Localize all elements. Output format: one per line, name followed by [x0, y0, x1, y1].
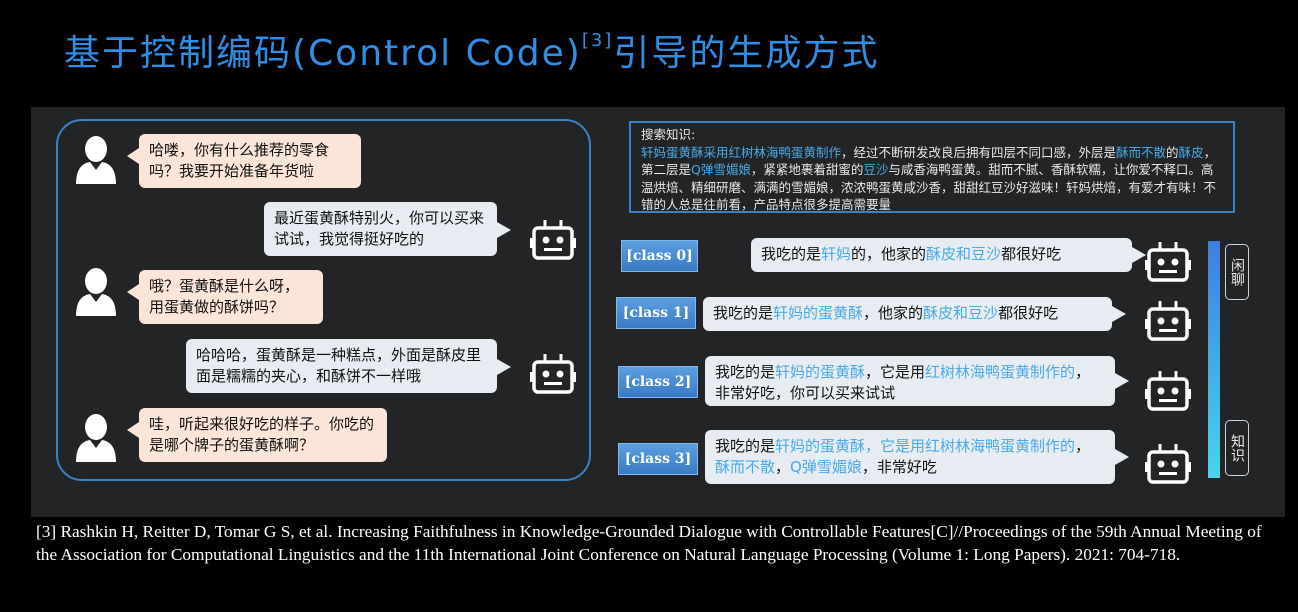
response-segment: ， [1075, 437, 1091, 455]
user-avatar-icon [76, 414, 116, 462]
response-segment: 我吃的是 [761, 245, 822, 263]
user-avatar-icon [76, 136, 116, 184]
robot-icon [1145, 242, 1191, 282]
response-segment-highlight: 轩妈 [821, 245, 852, 263]
response-segment: ，它是用 [865, 363, 926, 381]
class-0-response: 我吃的是轩妈的，他家的酥皮和豆沙都很好吃 [751, 238, 1146, 272]
response-segment: ，非常好吃 [861, 458, 937, 476]
dialogue-turn-2: 最近蛋黄酥特别火，你可以买来试试，我觉得挺好吃的 [264, 202, 511, 256]
robot-icon [1145, 301, 1191, 341]
dialogue-panel [56, 119, 591, 481]
response-segment: 我吃的是 [715, 437, 776, 455]
response-segment: ， [775, 458, 791, 476]
class-2-response: 我吃的是轩妈的蛋黄酥，它是用红树林海鸭蛋黄制作的，非常好吃，你可以买来试试 [705, 356, 1129, 406]
knowledge-segment: ，第二层是 [641, 144, 1217, 178]
robot-icon [1145, 444, 1191, 484]
knowledge-segment-highlight: 酥而不散 [1116, 144, 1167, 160]
search-knowledge-box: 搜索知识: 轩妈蛋黄酥采用红树林海鸭蛋黄制作，经过不断研发改良后拥有四层不同口感… [629, 121, 1235, 213]
response-segment: 的，他家的 [851, 245, 927, 263]
class-0-tag: [class 0] [621, 240, 698, 272]
class-3-response: 我吃的是轩妈的蛋黄酥，它是用红树林海鸭蛋黄制作的，酥而不散，Q弹雪媚娘，非常好吃 [705, 430, 1129, 484]
scale-label-chitchat: 闲聊 [1225, 244, 1249, 300]
dialogue-turn-4: 哈哈哈，蛋黄酥是一种糕点，外面是酥皮里面是糯糯的夹心，和酥饼不一样哦 [186, 339, 511, 393]
user-avatar-icon [76, 268, 116, 316]
class-2-tag: [class 2] [618, 366, 698, 398]
dialogue-turn-3: 哦？蛋黄酥是什么呀，用蛋黄做的酥饼吗？ [127, 270, 323, 324]
knowledge-segment: ，经过不断研发改良后拥有四层不同口感，外层是 [841, 144, 1117, 160]
title-citation-marker: [3] [581, 30, 614, 51]
response-segment-highlight: 酥皮和豆沙 [926, 245, 1002, 263]
response-segment-highlight: 酥而不散 [715, 458, 776, 476]
class-1-tag: [class 1] [616, 297, 696, 329]
response-segment: 都很好吃 [1001, 245, 1062, 263]
dialogue-turn-5: 哇，听起来很好吃的样子。你吃的是哪个牌子的蛋黄酥啊？ [127, 408, 387, 462]
knowledge-segment: ，紧紧地裹着甜蜜的 [750, 162, 864, 177]
diagram-stage: 哈喽，你有什么推荐的零食吗？我要开始准备年货啦 最近蛋黄酥特别火，你可以买来试试… [31, 107, 1285, 517]
response-segment: 我吃的是 [713, 304, 774, 322]
reference-citation: [3] Rashkin H, Reitter D, Tomar G S, et … [36, 522, 1262, 564]
response-segment-highlight: 红树林海鸭蛋黄制作的 [925, 363, 1076, 381]
response-segment: ，非常好吃，你可以买来试试 [715, 363, 1091, 402]
response-segment: ，他家的 [863, 304, 924, 322]
knowledge-segment-highlight: Q弹雪媚娘 [691, 162, 751, 177]
class-1-response: 我吃的是轩妈的蛋黄酥，他家的酥皮和豆沙都很好吃 [703, 297, 1126, 331]
dialogue-turn-1: 哈喽，你有什么推荐的零食吗？我要开始准备年货啦 [127, 134, 361, 188]
response-segment: 我吃的是 [715, 363, 776, 381]
response-segment-highlight: 酥皮和豆沙 [923, 304, 999, 322]
title-tail: 引导的生成方式 [613, 33, 880, 74]
title-main: 基于控制编码(Control Code) [64, 33, 582, 74]
response-segment-highlight: Q弹雪媚娘 [790, 458, 862, 476]
page-title: 基于控制编码(Control Code)[3]引导的生成方式 [64, 24, 879, 76]
knowledge-segment: 与咸香海鸭蛋黄。甜而不腻、香酥软糯，让你爱不释口。高温烘焙、精细研磨、满满的雪媚… [641, 162, 1217, 212]
response-segment-highlight: 轩妈的蛋黄酥 [775, 363, 866, 381]
knowledge-text: 轩妈蛋黄酥采用红树林海鸭蛋黄制作，经过不断研发改良后拥有四层不同口感，外层是酥而… [641, 144, 1223, 212]
knowledge-segment: 的 [1166, 144, 1179, 160]
knowledge-segment-highlight: 豆沙 [863, 162, 889, 177]
robot-icon [530, 220, 576, 260]
response-segment: 都很好吃 [998, 304, 1059, 322]
response-segment-highlight: 轩妈的蛋黄酥 [773, 304, 864, 322]
scale-label-knowledge: 知识 [1225, 420, 1249, 476]
robot-icon [1145, 371, 1191, 411]
robot-icon [530, 354, 576, 394]
response-segment-highlight: 轩妈的蛋黄酥，它是用红树林海鸭蛋黄制作的 [775, 437, 1076, 455]
knowledge-segment-highlight: 酥皮 [1178, 144, 1204, 160]
knowledge-label: 搜索知识: [641, 127, 696, 142]
class-3-tag: [class 3] [618, 443, 698, 475]
knowledge-segment-highlight: 轩妈蛋黄酥采用红树林海鸭蛋黄制作 [641, 144, 842, 160]
control-scale-bar [1208, 241, 1220, 478]
